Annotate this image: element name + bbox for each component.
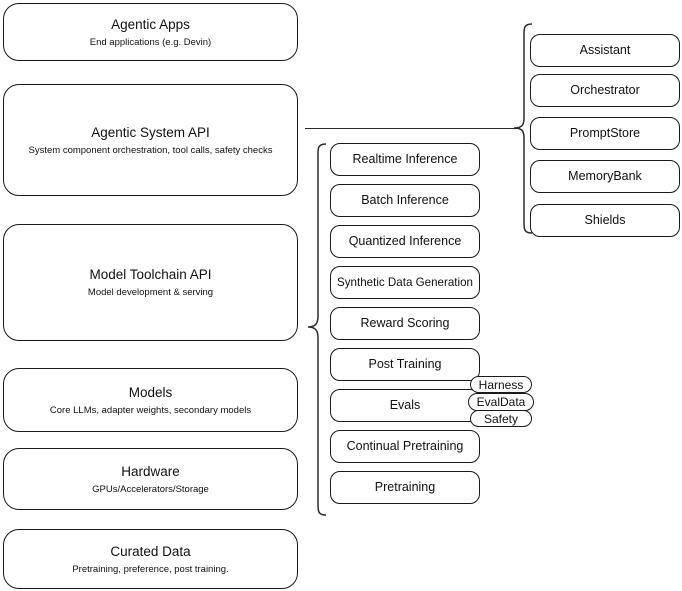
toolchain-item-realtime-inference[interactable]: Realtime Inference — [330, 143, 480, 176]
layer-title: Agentic Apps — [111, 16, 190, 32]
layer-subtitle: Pretraining, preference, post training. — [72, 563, 229, 575]
eval-pill-label: Safety — [483, 411, 519, 426]
layer-subtitle: Model development & serving — [87, 287, 214, 298]
toolchain-item-synthetic-data-generation[interactable]: Synthetic Data Generation — [330, 266, 480, 299]
toolchain-item-evals[interactable]: Evals — [330, 389, 480, 422]
toolchain-item-label: Evals — [389, 398, 421, 412]
stack-layer-agentic-apps[interactable]: Agentic Apps End applications (e.g. Devi… — [3, 3, 298, 61]
eval-pill-label: Harness — [478, 377, 524, 392]
layer-title: Model Toolchain API — [89, 267, 212, 282]
connector-line-system-api — [305, 128, 518, 129]
layer-subtitle: End applications (e.g. Devin) — [89, 36, 212, 48]
toolchain-item-post-training[interactable]: Post Training — [330, 348, 480, 381]
stack-layer-models[interactable]: Models Core LLMs, adapter weights, secon… — [3, 368, 298, 432]
toolchain-item-label: Batch Inference — [361, 193, 449, 207]
toolchain-item-label: Continual Pretraining — [346, 439, 464, 453]
toolchain-item-quantized-inference[interactable]: Quantized Inference — [330, 225, 480, 258]
layer-title: Curated Data — [110, 543, 191, 559]
toolchain-item-reward-scoring[interactable]: Reward Scoring — [330, 307, 480, 340]
system-item-orchestrator[interactable]: Orchestrator — [530, 74, 680, 107]
system-item-label: Orchestrator — [570, 83, 640, 97]
stack-layer-agentic-system-api[interactable]: Agentic System API System component orch… — [3, 84, 298, 196]
system-item-label: Shields — [584, 213, 626, 227]
layer-subtitle: GPUs/Accelerators/Storage — [92, 483, 209, 495]
layer-subtitle: System component orchestration, tool cal… — [28, 144, 273, 156]
system-item-label: Assistant — [579, 43, 631, 57]
system-item-promptstore[interactable]: PromptStore — [530, 117, 680, 150]
stack-layer-model-toolchain-api[interactable]: Model Toolchain API Model development & … — [3, 224, 298, 341]
eval-pill-evaldata[interactable]: EvalData — [468, 393, 534, 411]
system-item-assistant[interactable]: Assistant — [530, 34, 680, 67]
system-item-label: PromptStore — [569, 126, 641, 140]
brace-toolchain-capabilities — [307, 143, 327, 516]
eval-pill-harness[interactable]: Harness — [470, 376, 532, 393]
toolchain-item-label: Realtime Inference — [352, 152, 458, 166]
toolchain-item-label: Quantized Inference — [348, 234, 462, 248]
layer-title: Hardware — [121, 463, 180, 479]
layer-title: Agentic System API — [91, 124, 210, 140]
system-item-label: MemoryBank — [568, 169, 642, 183]
toolchain-item-batch-inference[interactable]: Batch Inference — [330, 184, 480, 217]
eval-pill-safety[interactable]: Safety — [470, 410, 532, 427]
toolchain-item-label: Reward Scoring — [360, 316, 450, 330]
layer-subtitle: Core LLMs, adapter weights, secondary mo… — [49, 404, 252, 416]
toolchain-item-continual-pretraining[interactable]: Continual Pretraining — [330, 430, 480, 463]
stack-layer-curated-data[interactable]: Curated Data Pretraining, preference, po… — [3, 529, 298, 589]
layer-title: Models — [128, 384, 173, 400]
toolchain-item-label: Pretraining — [374, 480, 436, 494]
stack-layer-hardware[interactable]: Hardware GPUs/Accelerators/Storage — [3, 448, 298, 510]
eval-pill-label: EvalData — [476, 395, 526, 409]
toolchain-item-label: Synthetic Data Generation — [337, 276, 473, 289]
toolchain-item-label: Post Training — [368, 357, 442, 371]
system-item-memorybank[interactable]: MemoryBank — [530, 160, 680, 193]
toolchain-item-pretraining[interactable]: Pretraining — [330, 471, 480, 504]
system-item-shields[interactable]: Shields — [530, 204, 680, 237]
